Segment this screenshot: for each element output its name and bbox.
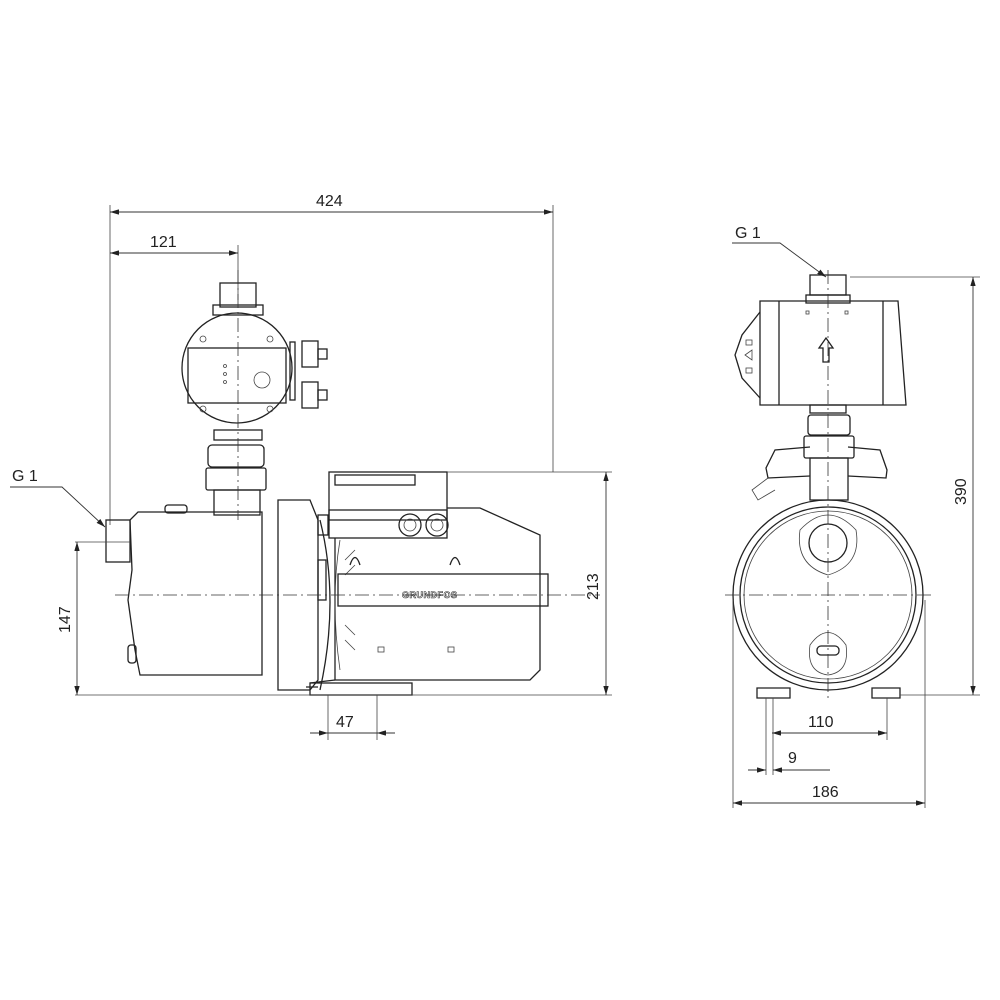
dim-motor-height: 213 bbox=[585, 573, 602, 600]
side-view: 424 121 G 1 bbox=[10, 193, 612, 740]
pressure-controller-front bbox=[734, 274, 907, 406]
pump-housing bbox=[105, 499, 329, 691]
connector-nipple bbox=[205, 444, 267, 516]
dim-outlet-offset: 121 bbox=[150, 234, 177, 251]
front-view: G 1 bbox=[725, 225, 980, 808]
dim-hole-diameter: 9 bbox=[788, 750, 797, 767]
motor: GRUNDFOS bbox=[306, 471, 549, 696]
dim-overall-height: 390 bbox=[953, 478, 970, 505]
dim-inlet-height: 147 bbox=[57, 606, 74, 633]
outlet-thread-label: G 1 bbox=[735, 225, 761, 242]
connector-nipple-front bbox=[751, 404, 888, 501]
dim-overall-width: 186 bbox=[812, 784, 839, 801]
pressure-controller bbox=[181, 282, 328, 441]
inlet-thread-label: G 1 bbox=[12, 468, 38, 485]
dim-foot-width: 47 bbox=[336, 714, 354, 731]
dim-foot-spacing: 110 bbox=[808, 714, 834, 731]
dim-overall-length: 424 bbox=[316, 193, 343, 210]
